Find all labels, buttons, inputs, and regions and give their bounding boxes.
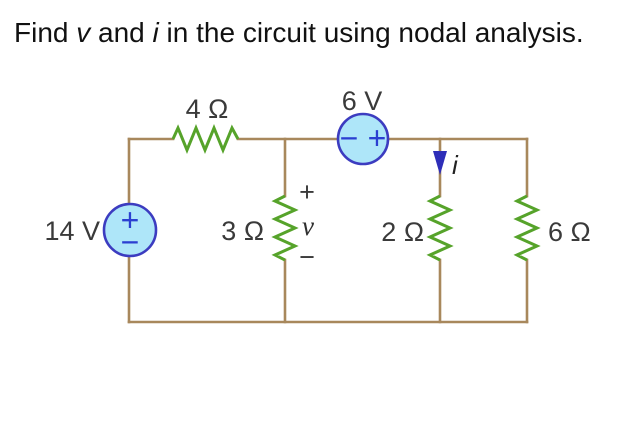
voltage-source-6v-circle bbox=[336, 112, 390, 166]
current-arrow-icon bbox=[433, 151, 447, 175]
label-3ohm: 3 Ω bbox=[221, 216, 264, 246]
voltage-source-6v: − + bbox=[336, 112, 390, 166]
voltage-v-marking: + v − bbox=[299, 177, 315, 272]
minus-icon: − bbox=[121, 224, 140, 260]
label-4ohm: 4 Ω bbox=[186, 94, 229, 124]
minus-icon: − bbox=[299, 242, 315, 272]
voltage-source-14v: + − bbox=[102, 202, 158, 260]
resistor-2ohm-symbol bbox=[426, 194, 454, 262]
title-var-v: v bbox=[76, 17, 91, 48]
voltage-source-14v-circle bbox=[102, 202, 158, 258]
resistor-6ohm-symbol bbox=[513, 194, 541, 262]
page-title: Find v and i in the circuit using nodal … bbox=[14, 15, 584, 50]
resistor-3ohm-symbol bbox=[271, 194, 299, 262]
minus-icon: − bbox=[340, 120, 359, 156]
label-6v: 6 V bbox=[342, 86, 383, 116]
label-i: i bbox=[452, 150, 459, 180]
label-v: v bbox=[302, 211, 314, 241]
label-14v: 14 V bbox=[44, 216, 100, 246]
title-text: in the circuit using nodal analysis. bbox=[158, 17, 584, 48]
title-var-i: i bbox=[152, 17, 159, 48]
circuit-wires bbox=[127, 137, 529, 324]
label-2ohm: 2 Ω bbox=[381, 217, 424, 247]
title-text: Find bbox=[14, 17, 77, 48]
title-text: and bbox=[90, 17, 153, 48]
plus-icon: + bbox=[368, 120, 387, 156]
plus-icon: + bbox=[299, 177, 315, 207]
plus-icon: + bbox=[121, 202, 140, 238]
resistor-4ohm-symbol bbox=[171, 124, 240, 154]
label-6ohm: 6 Ω bbox=[548, 217, 591, 247]
